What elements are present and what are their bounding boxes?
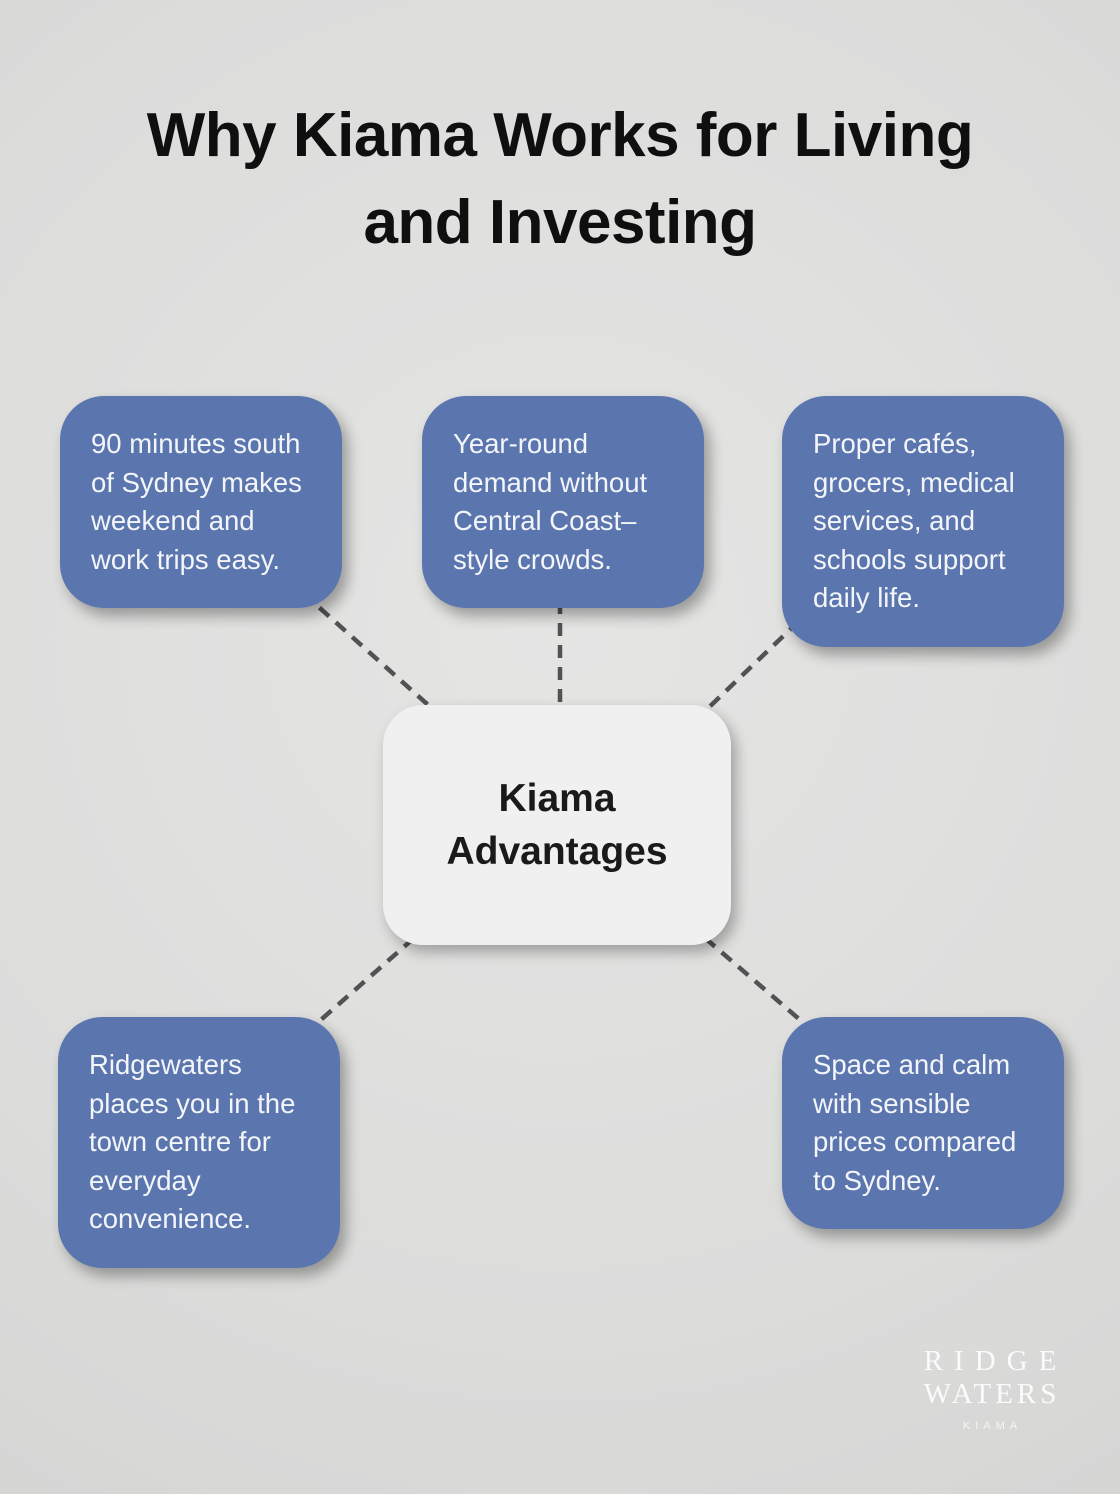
page-title-line-1: Why Kiama Works for Living — [146, 101, 974, 170]
advantage-node-top-left: 90 minutes south of Sydney makes weekend… — [60, 396, 342, 608]
center-node-label: Kiama Advantages — [446, 777, 668, 873]
advantage-text: 90 minutes south of Sydney makes weekend… — [91, 428, 302, 575]
logo-line-kiama: KIAMA — [962, 1420, 1023, 1432]
connector-bottom-left — [313, 936, 416, 1027]
center-node: Kiama Advantages — [383, 705, 731, 945]
logo-line-waters: WATERS — [923, 1378, 1061, 1410]
advantage-text: Space and calm with sensible prices comp… — [813, 1049, 1017, 1196]
advantage-node-bottom-left: Ridgewaters places you in the town centr… — [58, 1017, 340, 1268]
advantage-node-top-right: Proper cafés, grocers, medical services,… — [782, 396, 1064, 647]
ridgewaters-logo: RIDGE WATERS KIAMA — [910, 1345, 1070, 1432]
advantage-node-top-middle: Year-round demand without Central Coast–… — [422, 396, 704, 608]
connector-bottom-right — [703, 936, 808, 1027]
logo-line-ridge: RIDGE — [923, 1345, 1068, 1377]
advantage-text: Year-round demand without Central Coast–… — [453, 428, 648, 575]
page-title: Why Kiama Works for Living and Investing — [0, 92, 1120, 266]
advantage-text: Proper cafés, grocers, medical services,… — [813, 428, 1015, 613]
advantage-node-bottom-right: Space and calm with sensible prices comp… — [782, 1017, 1064, 1229]
connector-top-left — [301, 591, 438, 714]
page-title-line-2: and Investing — [363, 188, 757, 257]
advantage-text: Ridgewaters places you in the town centr… — [89, 1049, 296, 1234]
connector-top-right — [702, 619, 801, 714]
